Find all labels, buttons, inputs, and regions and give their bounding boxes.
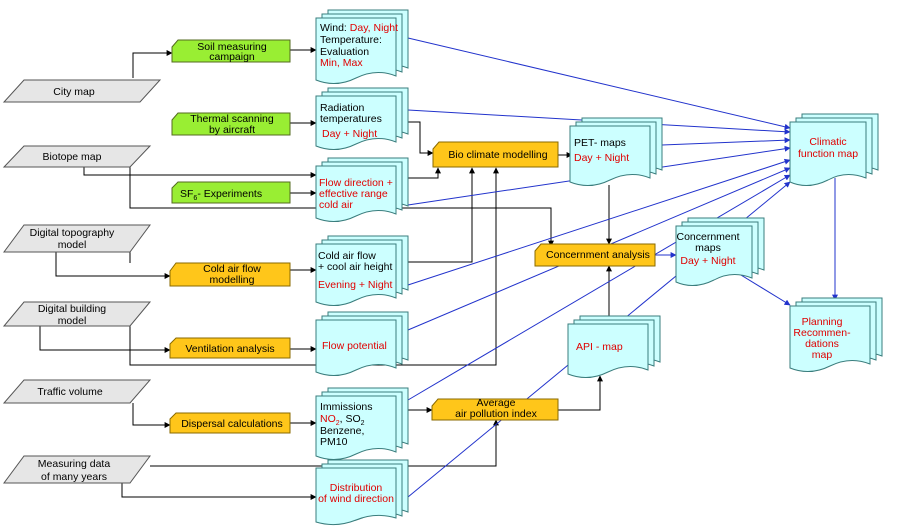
process-average-air-pollution: Average air pollution index xyxy=(431,397,559,421)
doc-flow-potential: Flow potential xyxy=(315,311,409,376)
process-concernment-analysis: Concernment analysis xyxy=(534,243,656,267)
line-airindex-to-api xyxy=(558,375,603,411)
topography-label-line1: Digital topography xyxy=(30,227,115,239)
line-maps-to-planning xyxy=(735,271,791,306)
evening-night-line: Evening + Night xyxy=(318,279,393,291)
cold-air-label-line2: modelling xyxy=(210,274,255,286)
line-pet-to-climatic xyxy=(661,137,791,146)
temperature-line: Temperature: xyxy=(320,34,382,46)
air-index-label-line1: Average xyxy=(477,397,516,409)
line-measuring-to-airindex xyxy=(150,419,499,467)
thermal-label-line1: Thermal scanning xyxy=(190,113,274,125)
line-city-to-soil xyxy=(132,50,173,78)
doc-pet-maps: PET- maps Day + Night xyxy=(569,117,663,186)
flow-potential-label: Flow potential xyxy=(322,340,387,352)
input-traffic-volume: Traffic volume xyxy=(2,379,152,404)
concern-maps-day-night: Day + Night xyxy=(680,255,735,267)
distribution-line2: of wind direction xyxy=(318,493,394,505)
ventilation-label: Ventilation analysis xyxy=(185,343,274,355)
soil-label-line1: Soil measuring xyxy=(197,41,267,53)
doc-immissions: Immissions NO2, SO2 Benzene, PM10 xyxy=(315,387,409,460)
line-traffic-to-dispersal xyxy=(132,403,171,428)
thermal-label-line2: by aircraft xyxy=(209,124,255,136)
cold-flow-line1: Cold air flow xyxy=(318,250,376,262)
line-coldflow-to-climatic xyxy=(407,158,791,286)
cold-flow-line2: + cool air height xyxy=(318,261,393,273)
process-thermal-scanning: Thermal scanning by aircraft xyxy=(171,112,291,136)
sf6-label: SF6- Experiments xyxy=(180,188,262,202)
line-wind-to-climatic xyxy=(407,37,791,130)
soil-label-line2: campaign xyxy=(209,51,255,63)
line-radiation-to-bio xyxy=(408,121,434,156)
planning-line3: dations xyxy=(805,338,839,350)
pollutants-line: NO2, SO2 xyxy=(320,413,365,427)
doc-radiation-temperatures: Radiation temperatures Day + Night xyxy=(315,87,409,150)
dispersal-label: Dispersal calculations xyxy=(181,418,283,430)
doc-concernment-maps: Concernment maps Day + Night xyxy=(675,217,765,286)
concern-maps-line2: maps xyxy=(695,242,721,254)
benzene-line: Benzene, xyxy=(320,425,364,437)
doc-wind-temperature: Wind: Day, Night Temperature: Evaluation… xyxy=(315,9,409,84)
min-max-line: Min, Max xyxy=(320,57,363,69)
air-index-label-line2: air pollution index xyxy=(455,408,537,420)
distribution-line1: Distribution xyxy=(330,482,383,494)
radiation-line2: temperatures xyxy=(320,113,382,125)
blue-connectors xyxy=(407,37,838,498)
process-soil-measuring: Soil measuring campaign xyxy=(171,39,291,63)
radiation-line1: Radiation xyxy=(320,102,365,114)
concern-maps-line1: Concernment xyxy=(676,231,739,243)
doc-climatic-function-map: Climatic function map xyxy=(789,113,879,186)
traffic-label: Traffic volume xyxy=(37,386,103,398)
doc-cold-air-flow: Cold air flow + cool air height Evening … xyxy=(315,235,409,306)
biotope-map-label: Biotope map xyxy=(43,151,102,163)
city-map-label: City map xyxy=(53,86,95,98)
line-coldflow-to-bio xyxy=(408,167,475,263)
input-digital-topography: Digital topography model xyxy=(3,224,151,253)
pm10-line: PM10 xyxy=(320,436,348,448)
input-city-map: City map xyxy=(2,79,162,103)
building-label-line1: Digital building xyxy=(38,303,106,315)
input-biotope-map: Biotope map xyxy=(2,145,152,168)
input-measuring-data: Measuring data of many years xyxy=(3,455,151,484)
process-cold-air-modelling: Cold air flow modelling xyxy=(169,262,291,287)
planning-line2: Recommen- xyxy=(793,327,851,339)
building-label-line2: model xyxy=(58,315,87,327)
line-building-to-ventilation xyxy=(39,320,171,353)
process-sf6-experiments: SF6- Experiments xyxy=(171,181,291,204)
api-label: API - map xyxy=(576,341,623,353)
line-measuring-to-distribution xyxy=(121,483,317,500)
flow-direction-line3: cold air xyxy=(319,199,353,211)
radiation-day-night: Day + Night xyxy=(322,128,377,140)
line-immissions-to-climatic xyxy=(407,174,791,401)
climatic-line1: Climatic xyxy=(809,136,846,148)
pet-line1: PET- maps xyxy=(574,137,626,149)
flow-direction-line2: effective range xyxy=(319,188,388,200)
doc-flow-direction: Flow direction + effective range cold ai… xyxy=(315,157,409,222)
evaluation-line: Evaluation xyxy=(320,46,369,58)
bio-climate-label: Bio climate modelling xyxy=(448,149,547,161)
line-building-to-flowpot-branch xyxy=(129,167,499,366)
topography-label-line2: model xyxy=(58,239,87,251)
immissions-line: Immissions xyxy=(320,401,373,413)
line-flowdir-to-bio xyxy=(408,167,441,179)
planning-line1: Planning xyxy=(802,316,843,328)
measuring-label-line2: of many years xyxy=(41,471,107,483)
concernment-label: Concernment analysis xyxy=(546,249,650,261)
climatic-line2: function map xyxy=(798,148,858,160)
input-digital-building: Digital building model xyxy=(2,301,152,327)
process-ventilation-analysis: Ventilation analysis xyxy=(169,337,291,359)
process-dispersal-calculations: Dispersal calculations xyxy=(169,412,291,434)
wind-line: Wind: Day, Night xyxy=(320,22,398,34)
flow-direction-line1: Flow direction + xyxy=(319,177,393,189)
measuring-label-line1: Measuring data xyxy=(38,458,111,470)
doc-wind-distribution: Distribution of wind direction xyxy=(315,459,409,526)
pet-day-night: Day + Night xyxy=(574,152,629,164)
doc-planning-recommendations: Planning Recommen- dations map xyxy=(789,297,883,372)
cold-air-label-line1: Cold air flow xyxy=(203,263,261,275)
process-bio-climate-modelling: Bio climate modelling xyxy=(432,141,559,168)
doc-api-map: API - map xyxy=(567,315,661,378)
planning-line4: map xyxy=(812,349,833,361)
